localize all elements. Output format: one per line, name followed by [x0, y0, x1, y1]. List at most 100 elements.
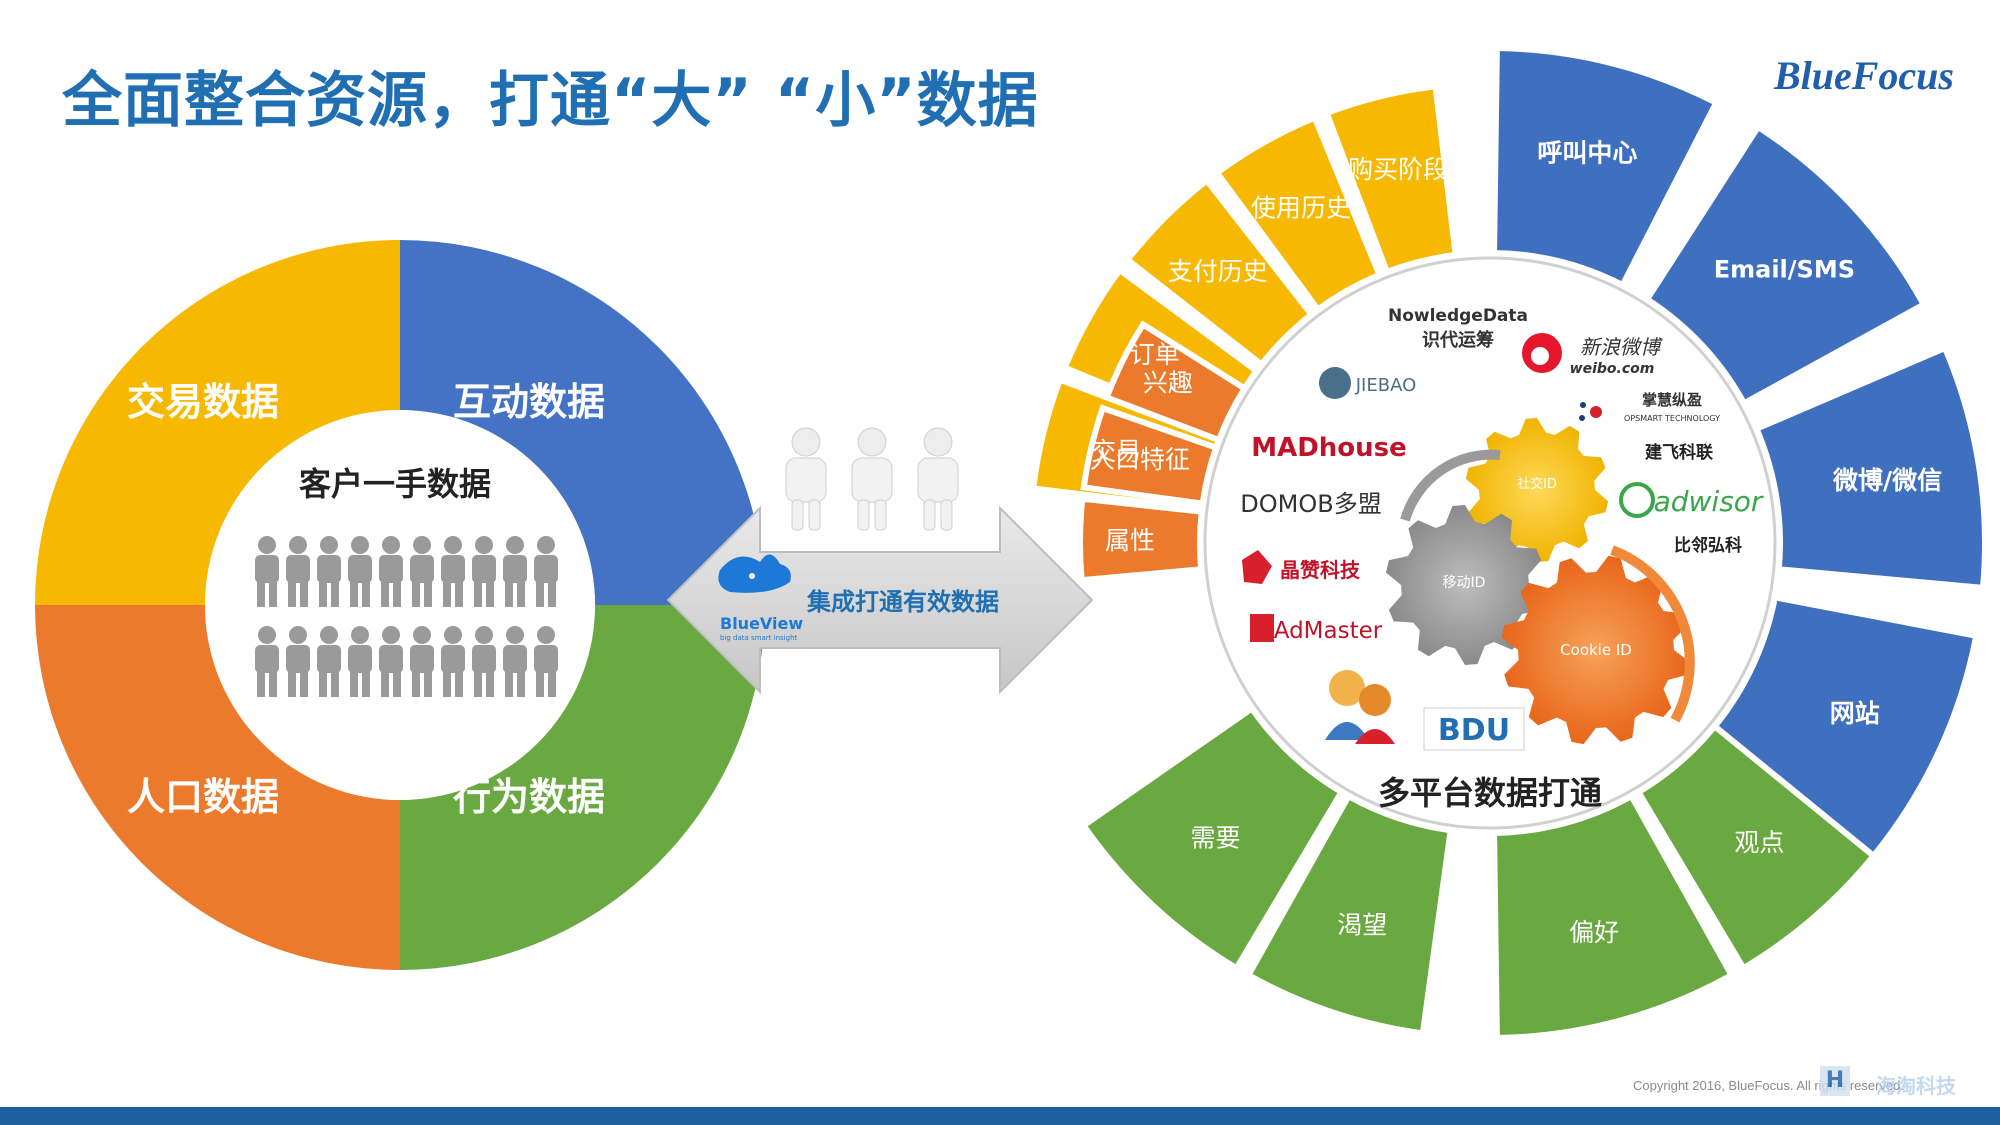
blueview-logo: BlueView [720, 614, 803, 633]
person-icon [317, 536, 341, 607]
adwisor-icon [1619, 482, 1655, 518]
gear-label-social: 社交ID [1517, 476, 1557, 492]
wheel-segment-label: 交易 [1091, 437, 1141, 466]
wheel-segment [1710, 593, 1980, 861]
logo-jingzan: 晶赞科技 [1280, 558, 1361, 582]
person-icon [379, 536, 403, 607]
gear-icon [1501, 555, 1691, 745]
wheel-segment [1491, 45, 1721, 290]
gear-label-cookie: Cookie ID [1560, 641, 1632, 659]
donut-segment-transaction [35, 240, 400, 605]
wheel-segment-label: 渴望 [1337, 911, 1387, 940]
wheel-segment-label: 偏好 [1569, 918, 1619, 947]
person-icon [379, 626, 403, 697]
wheel-segment [1079, 704, 1346, 973]
logo-jianfei: 建飞科联 [1645, 442, 1713, 463]
donut-segment-interaction [400, 240, 765, 605]
wheel-segment-label: 兴趣 [1143, 368, 1193, 397]
quadrant-label-transaction: 交易数据 [127, 380, 279, 424]
donut-segment-behavior [400, 605, 765, 970]
person-icon [785, 427, 827, 531]
person-icon [503, 536, 527, 607]
orange-arc [1610, 545, 1695, 723]
wheel-segment [1322, 82, 1459, 276]
person-icon [410, 536, 434, 607]
person-icon [348, 626, 372, 697]
person-icon [441, 626, 465, 697]
person-icon [503, 626, 527, 697]
copyright: Copyright 2016, BlueFocus. All rights re… [1633, 1078, 1904, 1093]
person-icon [286, 536, 310, 607]
gear-label-mobile: 移动ID [1443, 575, 1486, 591]
wheel-segment [1642, 122, 1928, 408]
logo-weibo-url: weibo.com [1570, 361, 1655, 377]
person-icon [441, 536, 465, 607]
opsmart-icon [1590, 406, 1602, 418]
left-donut: 互动数据 行为数据 人口数据 交易数据 客户一手数据 [35, 240, 765, 970]
logo-admaster: AdMaster [1274, 618, 1383, 644]
person-icon [472, 536, 496, 607]
logo-domob: DOMOB多盟 [1240, 490, 1381, 518]
person-icon [286, 626, 310, 697]
data-wheel [1029, 45, 1988, 1041]
wheel-segment [1634, 712, 1891, 973]
wheel-segment-label: 观点 [1734, 828, 1784, 857]
watermark-icon: H [1820, 1066, 1850, 1096]
person-icon [534, 536, 558, 607]
gear-icon [1385, 505, 1545, 665]
wheel-segment-label: 使用历史 [1251, 194, 1351, 223]
logo-madhouse: MADhouse [1251, 433, 1407, 463]
wheel-segment [1123, 176, 1316, 369]
person-icon [317, 626, 341, 697]
person-icon [472, 626, 496, 697]
wheel-segment-label: 购买阶段 [1348, 155, 1448, 184]
logo-bdu: BDU [1438, 713, 1510, 748]
logo-nowledgedata: NowledgeData [1388, 306, 1528, 326]
arrow-shape [666, 505, 1094, 695]
person-icon [410, 626, 434, 697]
wheel-segment-label: 支付历史 [1168, 257, 1268, 286]
whale-icon [718, 554, 791, 593]
wheel-segment-label: 呼叫中心 [1537, 138, 1637, 167]
gears-group: 社交ID 移动ID Cookie ID [1385, 418, 1695, 745]
blueview-sub: big data smart insight [720, 634, 798, 642]
wheel-segment-label: 订单 [1130, 340, 1180, 369]
logo-jiebao: JIEBAO [1355, 375, 1417, 396]
donut-segment-demographic [35, 605, 400, 970]
double-arrow: BlueView big data smart insight 集成打通有效数据 [666, 505, 1094, 695]
person-icon [348, 536, 372, 607]
bdu-box [1423, 707, 1525, 751]
wheel-segment [1080, 404, 1220, 508]
wheel-segment [1077, 495, 1206, 584]
brand-logo: BlueFocus [1773, 53, 1954, 98]
person-icon [917, 427, 959, 531]
page-title: 全面整合资源，打通“大” “小”数据 [62, 66, 1039, 136]
admaster-icon [1250, 614, 1274, 642]
person-icon [255, 536, 279, 607]
logo-nowledgedata-cn: 识代运筹 [1422, 329, 1494, 351]
data-wheel-labels: 购买阶段使用历史支付历史订单交易属性人口特征兴趣需要渴望偏好观点呼叫中心Emai… [1090, 138, 1942, 946]
logo-opsmart: OPSMART TECHNOLOGY [1624, 414, 1720, 423]
watermark: 海淘科技 [1876, 1074, 1956, 1098]
logo-adwisor: adwisor [1654, 485, 1764, 518]
people-crowd [255, 536, 558, 697]
person-icon [534, 626, 558, 697]
wheel-segment [1752, 344, 1988, 592]
figures-group [785, 427, 959, 531]
donut-center-label: 客户一手数据 [299, 465, 491, 503]
logo-weibo: 新浪微博 [1580, 335, 1663, 359]
wheel-segment-label: 网站 [1830, 699, 1880, 728]
quadrant-label-behavior: 行为数据 [453, 775, 605, 819]
person-icon [255, 626, 279, 697]
wheel-segment [1212, 113, 1384, 314]
wheel-segment [1244, 792, 1455, 1037]
logo-opsmart-cn: 掌慧纵盈 [1642, 391, 1702, 409]
wheel-segment-label: Email/SMS [1714, 255, 1855, 283]
wheel-segment [1491, 792, 1736, 1041]
wheel-center-label: 多平台数据打通 [1378, 774, 1602, 812]
quadrant-label-interaction: 互动数据 [453, 380, 605, 424]
wheel-segment-label: 需要 [1190, 823, 1240, 852]
wheel-segment-label: 人口特征 [1090, 445, 1190, 474]
